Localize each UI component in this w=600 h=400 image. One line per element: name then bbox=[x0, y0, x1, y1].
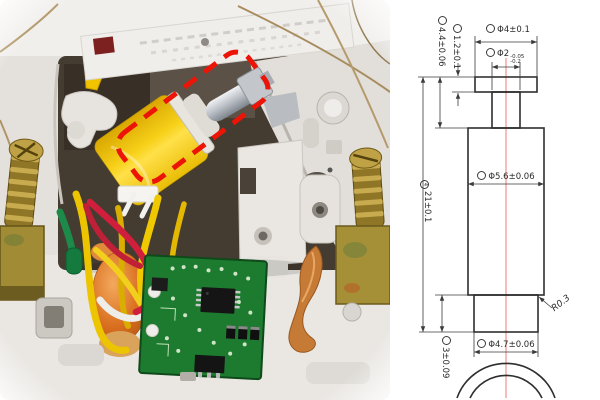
dim-12: 1.2±0.1 bbox=[451, 24, 462, 69]
balloon-icon bbox=[453, 24, 462, 33]
drawing-panel: Φ4±0.1 Φ2-0.05-0.2 4.4±0.06 1.2±0.1 421±… bbox=[390, 0, 600, 400]
balloon-icon bbox=[477, 339, 487, 348]
balloon-icon: 4 bbox=[420, 180, 429, 189]
breaker-photo bbox=[0, 0, 390, 400]
photo-panel bbox=[0, 0, 390, 400]
balloon-icon bbox=[442, 336, 451, 345]
dim-3: 3±0.09 bbox=[440, 336, 451, 378]
bottom-view-inner-arc bbox=[469, 374, 543, 399]
balloon-icon bbox=[486, 24, 496, 33]
dim-21: 421±0.1 bbox=[420, 180, 432, 222]
part-step bbox=[473, 294, 539, 333]
dimension-drawing bbox=[418, 36, 556, 399]
dim-phi4: Φ4±0.1 bbox=[478, 24, 538, 35]
dim-phi56: Φ5.6±0.06 bbox=[470, 171, 542, 182]
vignette bbox=[0, 0, 390, 400]
dim-phi2: Φ2-0.05-0.2 bbox=[486, 48, 524, 65]
part-outline bbox=[456, 76, 556, 399]
dim-44: 4.4±0.06 bbox=[436, 16, 447, 67]
bottom-view-outer-arc bbox=[456, 362, 556, 399]
balloon-icon bbox=[438, 16, 447, 25]
dim-phi47: Φ4.7±0.06 bbox=[472, 339, 540, 350]
balloon-icon bbox=[477, 171, 487, 180]
r03-leader bbox=[538, 296, 553, 309]
dimension-lines bbox=[418, 36, 553, 357]
balloon-icon bbox=[486, 48, 495, 57]
